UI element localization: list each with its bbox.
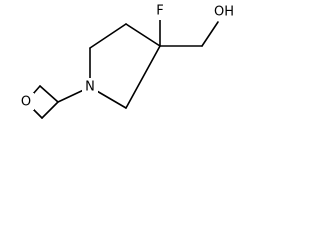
bond-c2-c3-upper xyxy=(89,23,127,49)
atom-oxetane-oxygen: O xyxy=(18,93,34,110)
piperidine-ring xyxy=(89,23,161,109)
bond-oxetane-c3-c2 xyxy=(39,85,59,103)
fluorine-label: F xyxy=(156,4,163,19)
bond-ch2-oh xyxy=(201,21,219,47)
bond-oxetane-c4-c3 xyxy=(41,101,59,119)
bond-c4-c5-lower xyxy=(125,45,161,109)
atom-hydroxyl: OH xyxy=(212,4,238,21)
bond-c3-c4-upper xyxy=(125,23,161,47)
oxetane-oxygen-label: O xyxy=(21,95,31,110)
ring-nitrogen-label: N xyxy=(85,80,95,95)
atom-fluorine: F xyxy=(154,3,167,20)
hydroxyl-label: OH xyxy=(214,5,234,20)
chemical-structure: O N F OH xyxy=(18,3,238,119)
atom-ring-nitrogen: N xyxy=(82,78,98,95)
